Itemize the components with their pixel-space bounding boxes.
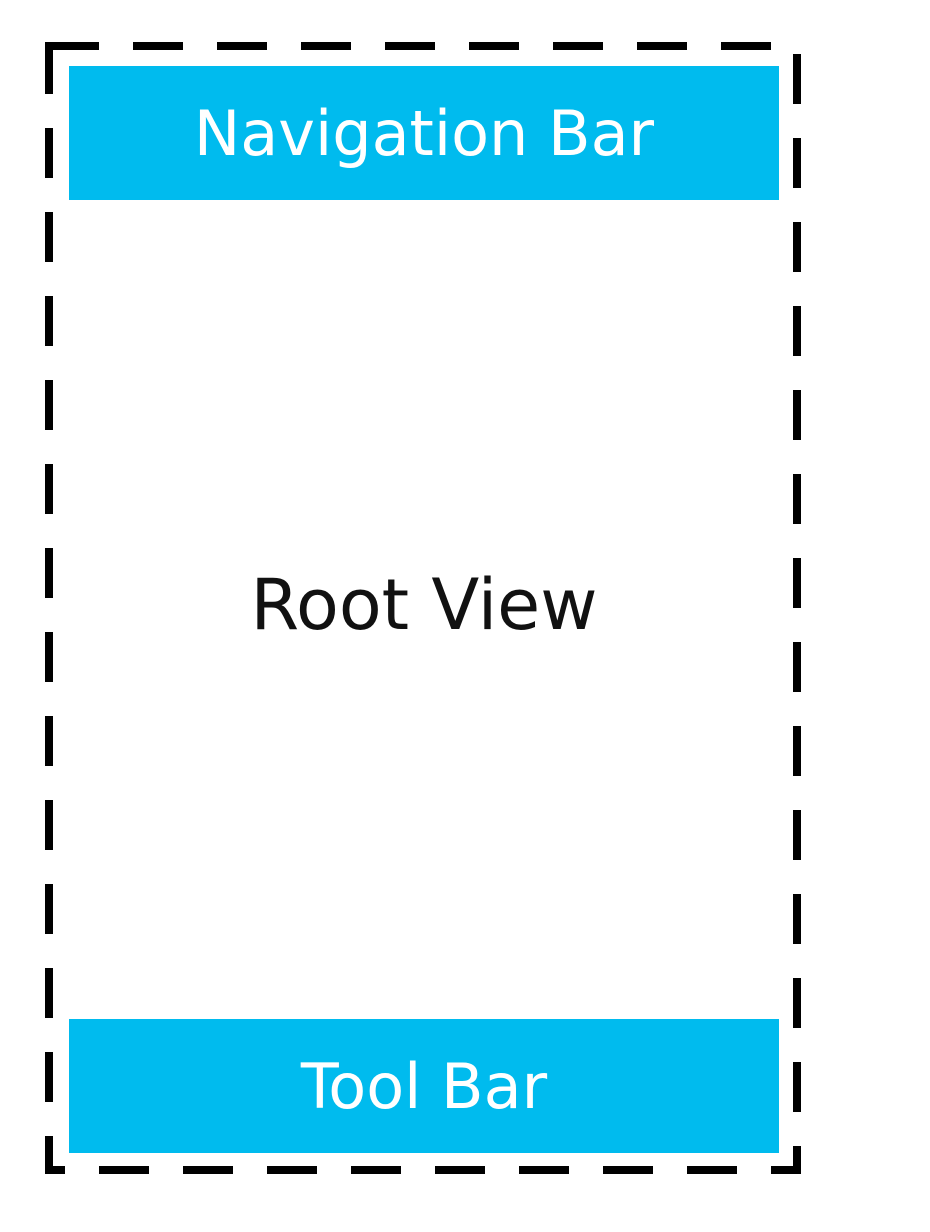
navigation-bar: Navigation Bar xyxy=(69,66,779,200)
root-view: Root View xyxy=(69,560,779,650)
dashed-screen-outline xyxy=(45,42,801,1174)
tool-bar-label: Tool Bar xyxy=(300,1049,548,1123)
tool-bar: Tool Bar xyxy=(69,1019,779,1153)
root-view-label: Root View xyxy=(250,564,598,646)
navigation-bar-label: Navigation Bar xyxy=(193,96,655,170)
